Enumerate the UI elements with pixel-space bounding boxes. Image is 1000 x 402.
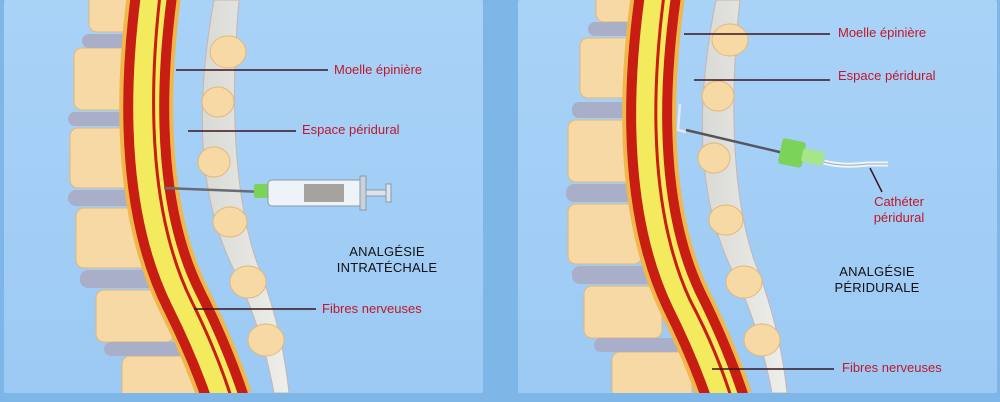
label-epidural-space: Espace péridural (838, 68, 936, 83)
label-catheter-line-1: Cathéter (874, 194, 924, 209)
label-spinal-cord: Moelle épinière (334, 62, 423, 77)
disc (104, 342, 192, 356)
intervertebral-discs (566, 22, 682, 352)
title-line-1: ANALGÉSIE (839, 264, 915, 279)
spine-diagram-epidural (566, 0, 888, 393)
disc (566, 184, 646, 202)
vertebra (611, 351, 693, 393)
nerve-fiber-line (654, 0, 732, 393)
spinal-cord (133, 0, 238, 393)
needle-hub (778, 138, 806, 168)
spinal-cord (636, 0, 738, 393)
spinous-process (711, 23, 749, 57)
panel-epidural-analgesia: Moelle épinière Espace péridural Cathéte… (518, 0, 997, 393)
spinous-process (743, 323, 781, 357)
disc (80, 270, 164, 288)
label-catheter: Cathéter péridural (864, 194, 934, 226)
spinous-process (701, 80, 735, 112)
catheter-tip (676, 103, 687, 134)
spinous-process (209, 35, 247, 69)
syringe (163, 175, 392, 211)
spinous-process (697, 142, 731, 174)
label-spinal-cord: Moelle épinière (838, 25, 927, 40)
title-line-2: PÉRIDURALE (834, 280, 920, 295)
spinous-process (201, 86, 235, 118)
epidural-needle (685, 128, 789, 156)
catheter-outline (823, 161, 888, 166)
epidural-needle-catheter (676, 103, 888, 168)
leader-lines (176, 69, 328, 310)
spinous-process (229, 265, 267, 299)
spinous-processes (697, 23, 781, 357)
spinous-process (212, 206, 248, 238)
syringe-plunger (365, 189, 389, 197)
leader-line-catheter (869, 167, 883, 193)
spinous-process (197, 146, 231, 178)
title-epidural: ANALGÉSIE PÉRIDURALE (822, 264, 932, 296)
plunger-thumb (385, 183, 392, 203)
spinous-processes (197, 35, 285, 357)
syringe-fluid (304, 184, 344, 202)
title-intrathecal: ANALGÉSIE INTRATÉCHALE (324, 244, 450, 276)
syringe-flange (359, 175, 367, 211)
spinous-process (725, 265, 763, 299)
needle-hub (254, 184, 268, 198)
needle (163, 186, 267, 194)
hub-connector (801, 148, 825, 166)
title-line-2: INTRATÉCHALE (336, 260, 438, 275)
disc (572, 266, 656, 284)
panel-intrathecal-analgesia: Moelle épinière Espace péridural Fibres … (4, 0, 483, 393)
vertebra (583, 285, 663, 339)
nerve-fiber-line (152, 0, 232, 393)
spinous-process (708, 204, 744, 236)
label-catheter-line-2: péridural (873, 210, 925, 225)
title-line-1: ANALGÉSIE (349, 244, 425, 259)
label-nerve-fibers: Fibres nerveuses (322, 301, 422, 316)
spinous-process (247, 323, 285, 357)
label-epidural-space: Espace péridural (302, 122, 400, 137)
disc (594, 338, 682, 352)
label-nerve-fibers: Fibres nerveuses (842, 360, 942, 375)
spine-diagram-intrathecal (68, 0, 392, 393)
leader-lines (684, 33, 883, 370)
